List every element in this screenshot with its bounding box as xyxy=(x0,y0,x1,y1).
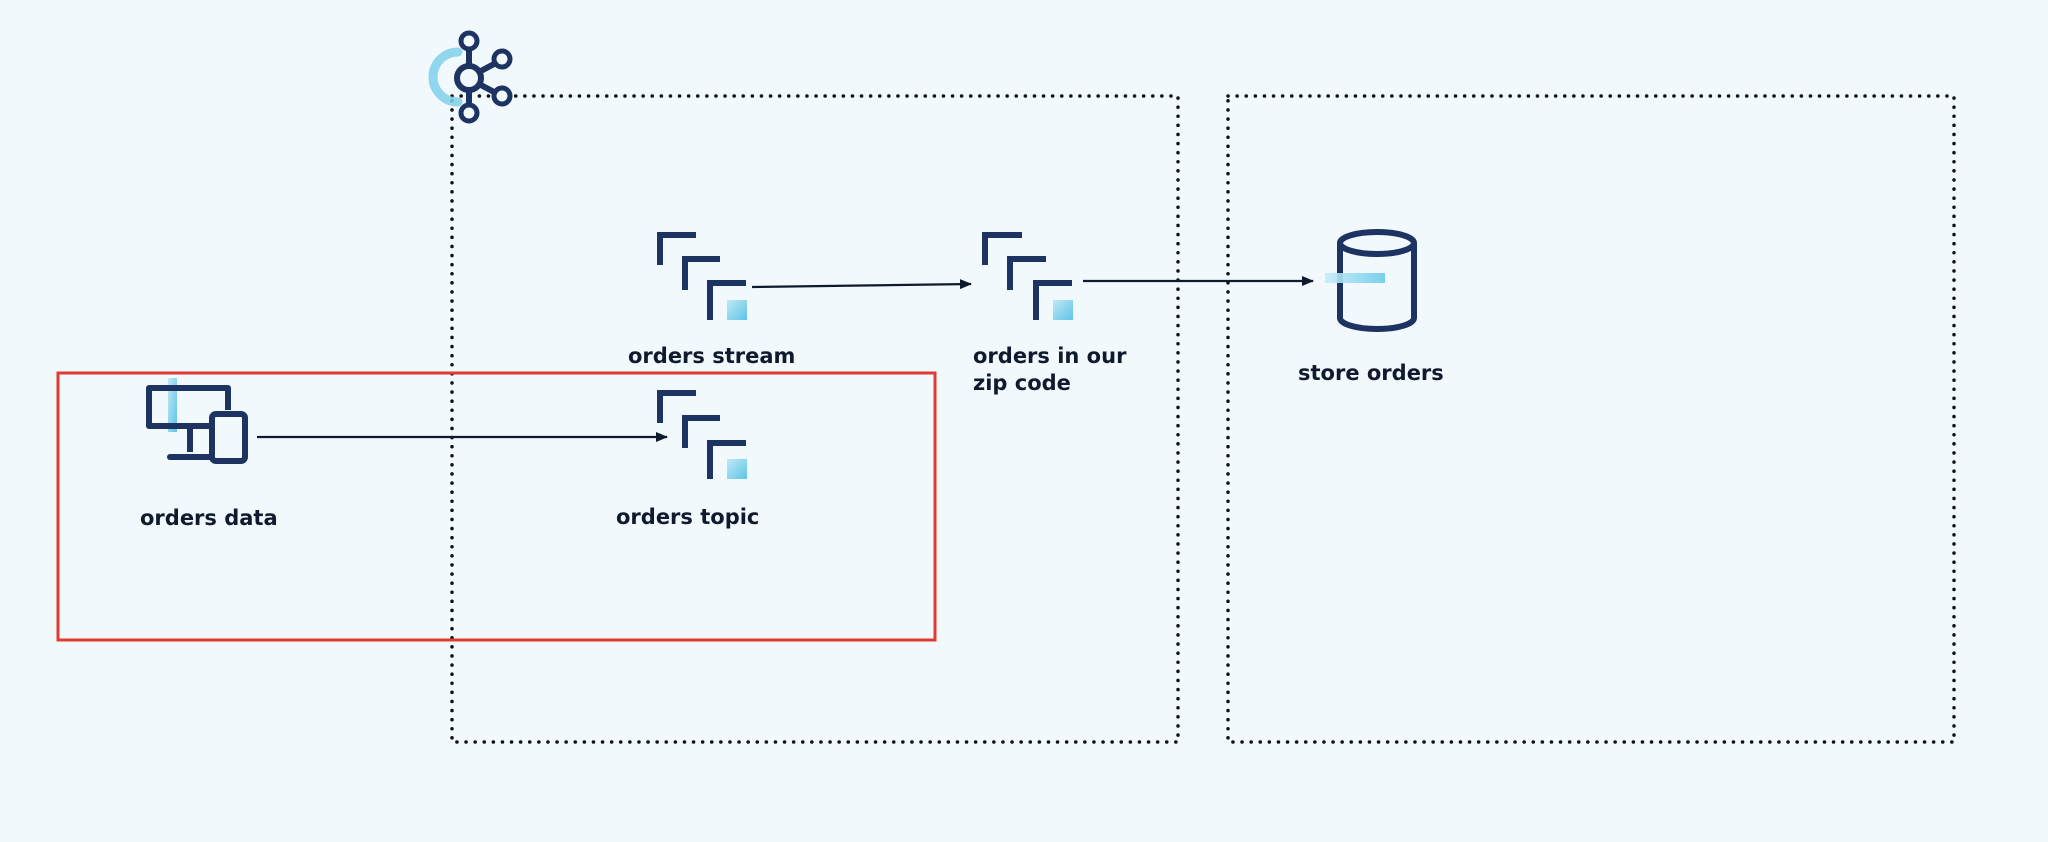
database-icon xyxy=(1325,229,1417,332)
highlight-box xyxy=(56,371,937,642)
orders-stream-label: orders stream xyxy=(628,344,796,368)
stream-icon xyxy=(657,232,747,320)
stream-icon xyxy=(657,390,747,479)
store-orders-label: store orders xyxy=(1298,361,1444,385)
kafka-cluster-group xyxy=(450,94,1180,744)
stream-icon xyxy=(982,232,1073,320)
sink-system-group xyxy=(1226,94,1956,744)
kafka-icon xyxy=(428,30,513,124)
orders-topic-label: orders topic xyxy=(616,505,760,529)
arrow-orders-stream-to-orders-zip xyxy=(751,279,972,290)
orders-data-label: orders data xyxy=(140,506,278,530)
devices-icon xyxy=(146,378,248,464)
orders-zip-label: orders in our zip code xyxy=(973,344,1127,395)
